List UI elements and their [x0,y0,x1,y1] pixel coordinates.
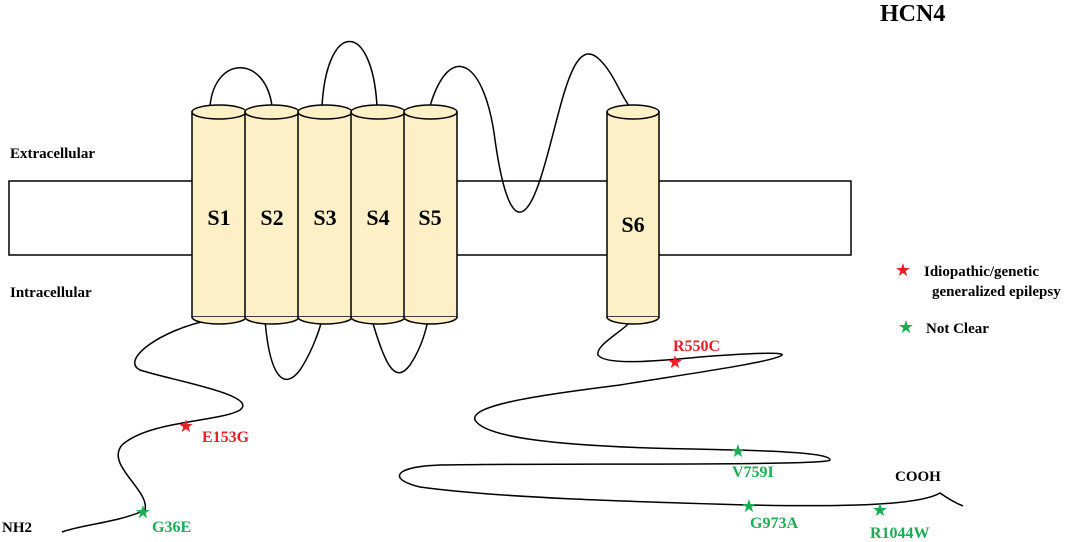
mutation-label-r550c: R550C [673,338,720,355]
loop-s1-s2 [209,67,273,107]
loop-s3-s4 [321,41,378,107]
n-terminal-tail [61,319,244,533]
loop-s5-s6 [429,53,633,213]
loop-s2-s3 [264,319,323,381]
segment-label-s6: S6 [621,212,644,237]
extracellular-label: Extracellular [10,146,95,162]
mutation-label-g36e: G36E [152,519,191,536]
mutation-label-g973a: G973A [750,515,798,532]
mutation-star-e153g: ★ [178,416,194,437]
segment-s4: S4 [350,104,406,325]
segment-s2: S2 [244,104,300,325]
n-terminus-label: NH2 [2,520,32,536]
segment-label-s1: S1 [207,205,230,230]
mutation-star-v759i: ★ [730,441,746,462]
legend-epilepsy-line2: generalized epilepsy [932,284,1061,300]
legend-unclear-label: Not Clear [926,321,989,337]
legend-epilepsy-star: ★ [895,260,911,281]
segment-s1: S1 [191,104,247,325]
mutation-star-r550c: ★ [667,352,683,373]
mutation-star-g973a: ★ [741,496,757,517]
mutation-label-v759i: V759I [732,464,774,481]
segment-s6: S6 [606,104,660,325]
loop-s4-s5 [371,319,429,374]
legend-epilepsy-line1: Idiopathic/genetic [924,264,1039,280]
mutation-label-e153g: E153G [202,429,250,446]
segment-label-s3: S3 [313,205,336,230]
legend-unclear-star: ★ [898,317,914,338]
c-terminal-tail [398,319,964,507]
legend: ★ Idiopathic/genetic generalized epileps… [895,260,1061,338]
mutation-label-r1044w: R1044W [870,525,930,542]
segment-label-s4: S4 [366,205,389,230]
diagram-title: HCN4 [880,1,945,27]
c-terminus-label: COOH [895,469,941,485]
segment-s5: S5 [403,104,458,325]
segment-label-s2: S2 [260,205,283,230]
mutation-star-g36e: ★ [135,502,151,523]
mutation-star-r1044w: ★ [872,500,888,521]
segment-label-s5: S5 [418,205,441,230]
segment-s3: S3 [297,104,353,325]
intracellular-label: Intracellular [10,285,92,301]
